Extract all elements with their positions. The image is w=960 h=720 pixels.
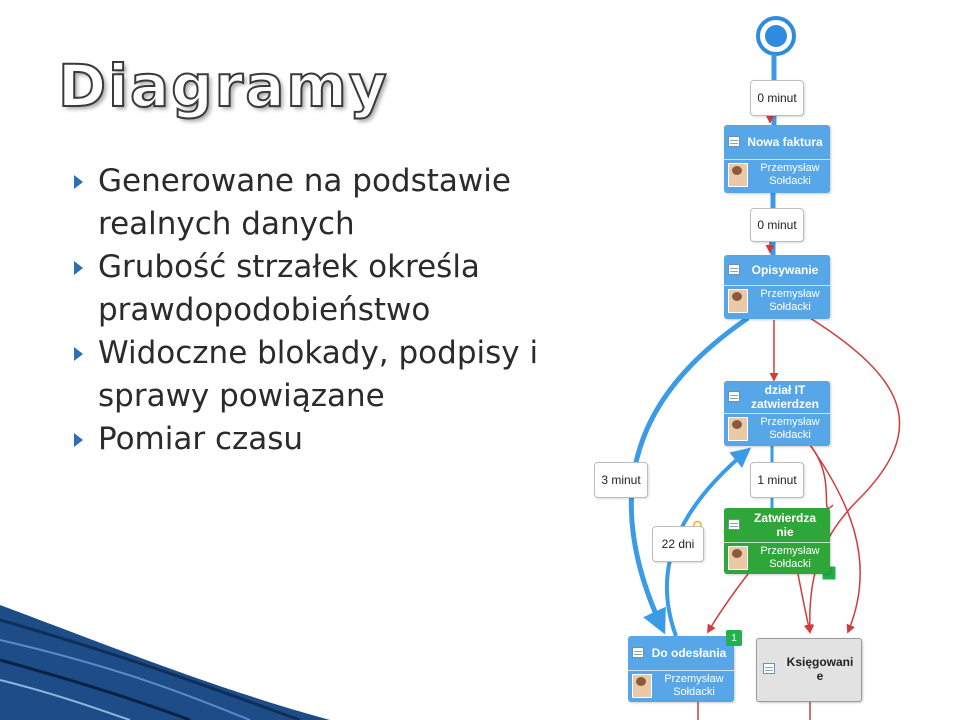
avatar <box>632 674 652 698</box>
document-icon <box>728 264 740 275</box>
avatar <box>728 546 748 570</box>
bullet-text: Pomiar czasu <box>98 421 304 457</box>
node-person: Przemysław Sołdacki <box>760 162 820 187</box>
node-ksiegowanie[interactable]: Księgowani e <box>756 638 862 702</box>
avatar <box>728 417 748 441</box>
node-zatwierdzanie[interactable]: Zatwierdza nie Przemysław Sołdacki <box>724 508 830 574</box>
edge-opis-do <box>628 315 750 635</box>
avatar <box>728 163 748 187</box>
process-diagram: 0 minut 0 minut 3 minut 1 minut 22 dni N… <box>548 0 960 720</box>
node-nowa-faktura[interactable]: Nowa faktura Przemysław Sołdacki <box>724 125 830 193</box>
edge-red-6 <box>809 444 861 634</box>
bullet-item: Pomiar czasu <box>70 418 540 461</box>
edge-red-4 <box>805 317 901 634</box>
document-icon <box>728 391 740 402</box>
node-title: Do odesłania <box>651 646 727 660</box>
node-person: Przemysław Sołdacki <box>760 545 820 570</box>
edge-red-9 <box>697 700 811 720</box>
bullet-arrow-icon <box>74 347 83 361</box>
node-person: Przemysław Sołdacki <box>664 673 724 698</box>
node-title: Nowa faktura <box>747 135 823 149</box>
time-label: 22 dni <box>652 526 704 562</box>
time-label: 3 minut <box>594 462 648 498</box>
count-badge: 1 <box>726 630 742 646</box>
bullet-text: Widoczne blokady, podpisy i sprawy powią… <box>98 335 539 414</box>
bullet-arrow-icon <box>74 175 83 189</box>
document-icon <box>632 647 644 658</box>
avatar <box>728 289 748 313</box>
bullet-item: Grubość strzałek określa prawdopodobieńs… <box>70 246 540 332</box>
bullet-text: Grubość strzałek określa prawdopodobieńs… <box>98 249 480 328</box>
node-do-odeslania[interactable]: Do odesłania Przemysław Sołdacki <box>628 636 734 702</box>
node-opisywanie[interactable]: Opisywanie Przemysław Sołdacki <box>724 255 830 319</box>
time-label: 0 minut <box>750 208 804 242</box>
bullet-list: Generowane na podstawie realnych danych … <box>70 160 540 461</box>
node-title: Zatwierdza nie <box>753 511 816 539</box>
document-icon <box>728 136 740 147</box>
node-title: dział IT zatwierdzen <box>750 383 819 411</box>
start-node-core <box>765 25 787 47</box>
bullet-item: Widoczne blokady, podpisy i sprawy powią… <box>70 332 540 418</box>
slide-title: Diagramy <box>57 51 389 121</box>
time-label: 0 minut <box>750 80 804 116</box>
node-person: Przemysław Sołdacki <box>760 416 820 441</box>
bullet-text: Generowane na podstawie realnych danych <box>98 163 511 242</box>
document-icon <box>728 519 740 530</box>
bullet-arrow-icon <box>74 433 83 447</box>
edge-red-7 <box>707 573 749 634</box>
node-dzial-it[interactable]: dział IT zatwierdzen Przemysław Sołdacki <box>724 381 830 446</box>
node-person: Przemysław Sołdacki <box>760 288 820 313</box>
node-title: Opisywanie <box>751 263 819 277</box>
bullet-arrow-icon <box>74 261 83 275</box>
bullet-item: Generowane na podstawie realnych danych <box>70 160 540 246</box>
document-icon <box>763 663 775 674</box>
time-label: 1 minut <box>750 462 804 498</box>
node-title: Księgowani e <box>786 655 854 683</box>
edge-red-8 <box>797 573 813 634</box>
